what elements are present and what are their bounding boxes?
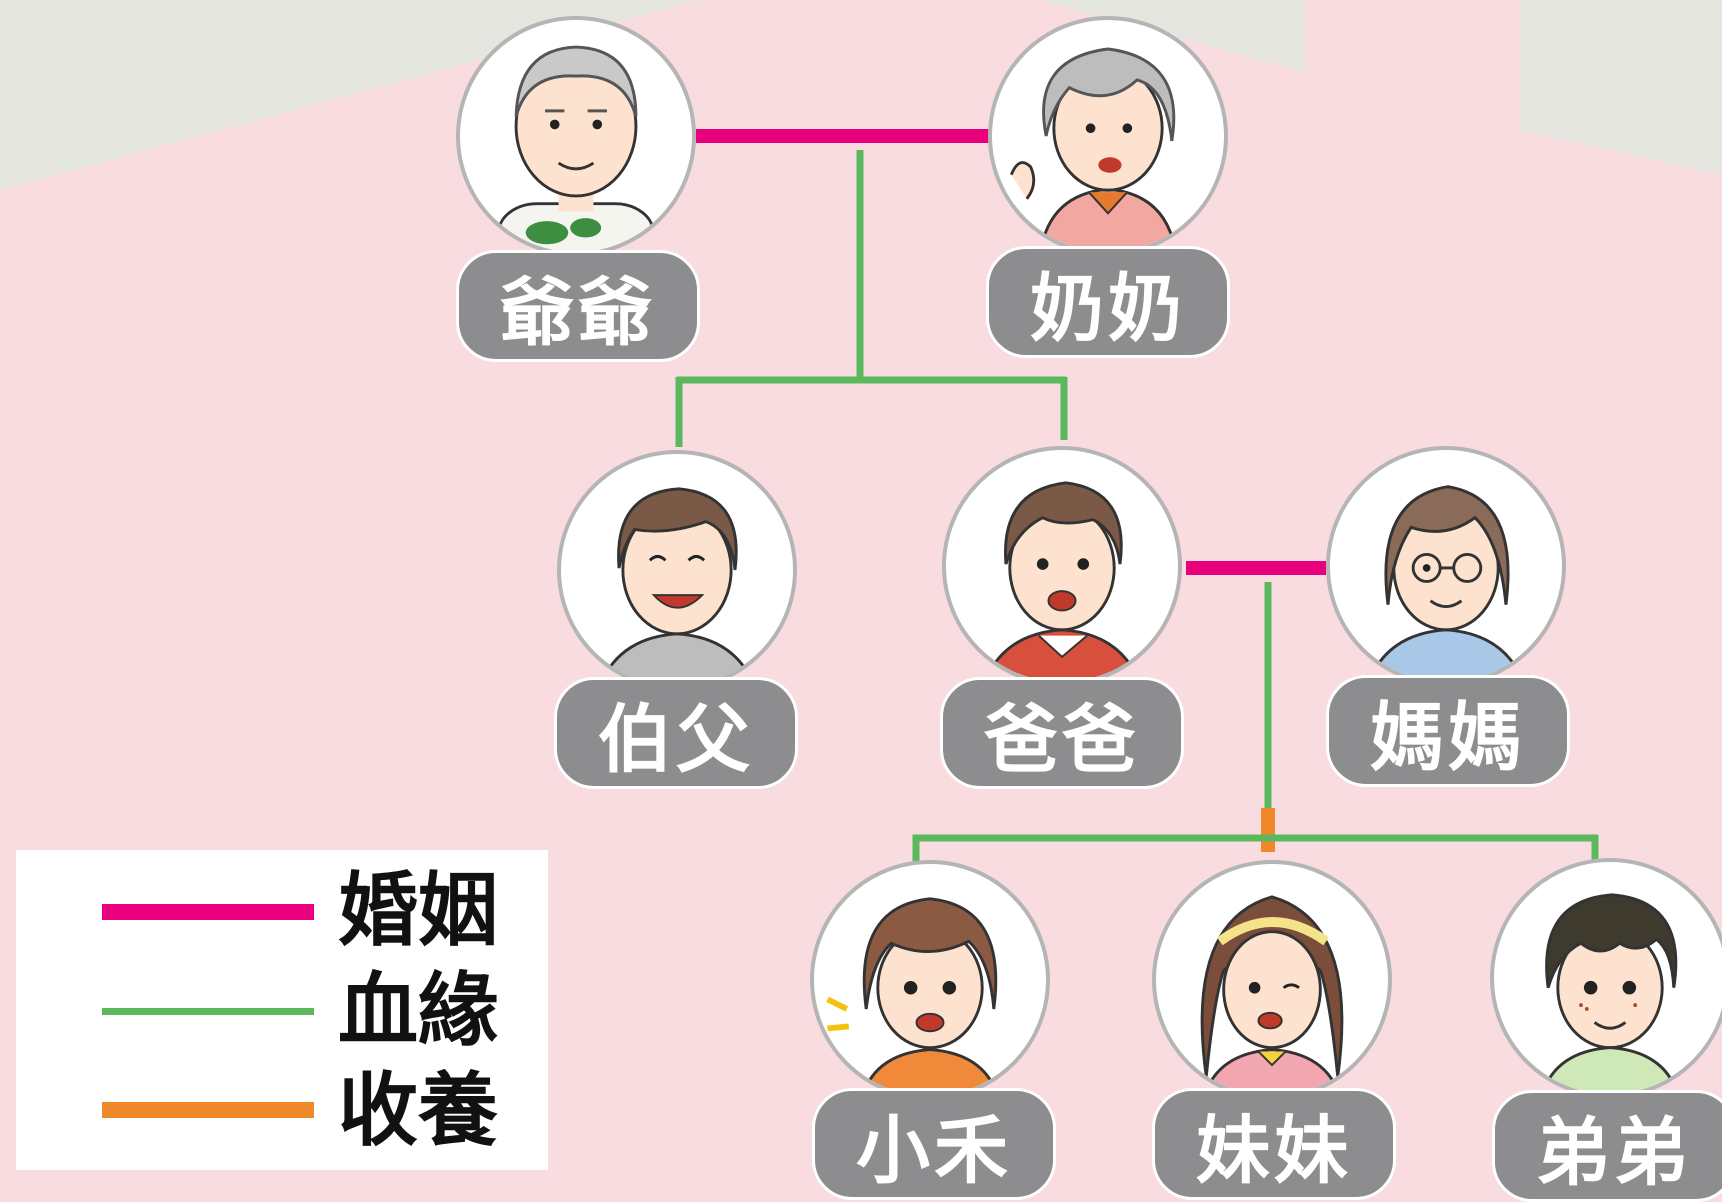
grandpa-name-label: 爺爺 <box>456 250 700 362</box>
legend-label-blood: 血緣 <box>338 964 498 1057</box>
grandma-name-label: 奶奶 <box>986 246 1230 358</box>
uncle-name-label: 伯父 <box>554 677 798 789</box>
brother-name-label: 弟弟 <box>1492 1090 1722 1202</box>
blood-line-swatch <box>102 1008 314 1015</box>
uncle-portrait-icon <box>557 450 797 690</box>
legend-label-marriage: 婚姻 <box>338 864 498 957</box>
grandma-portrait-icon <box>988 16 1228 256</box>
legend-label-adoption: 收養 <box>338 1064 498 1157</box>
sister-name-label: 妹妹 <box>1152 1088 1396 1200</box>
dad-portrait-icon <box>942 446 1182 686</box>
mom-portrait-icon <box>1326 446 1566 686</box>
legend-row-marriage: 婚姻 <box>16 866 548 956</box>
sister-portrait-icon <box>1152 860 1392 1100</box>
legend-row-adoption: 收養 <box>16 1066 548 1156</box>
brother-portrait-icon <box>1490 858 1722 1098</box>
xiaohe-portrait-icon <box>810 860 1050 1100</box>
grandpa-portrait-icon <box>456 16 696 256</box>
xiaohe-name-label: 小禾 <box>812 1088 1056 1200</box>
legend-row-blood: 血緣 <box>16 966 548 1056</box>
adoption-line-swatch <box>102 1102 314 1118</box>
dad-name-label: 爸爸 <box>940 677 1184 789</box>
relationship-legend: 婚姻 血緣 收養 <box>16 850 548 1170</box>
marriage-line-swatch <box>102 904 314 920</box>
mom-name-label: 媽媽 <box>1326 675 1570 787</box>
